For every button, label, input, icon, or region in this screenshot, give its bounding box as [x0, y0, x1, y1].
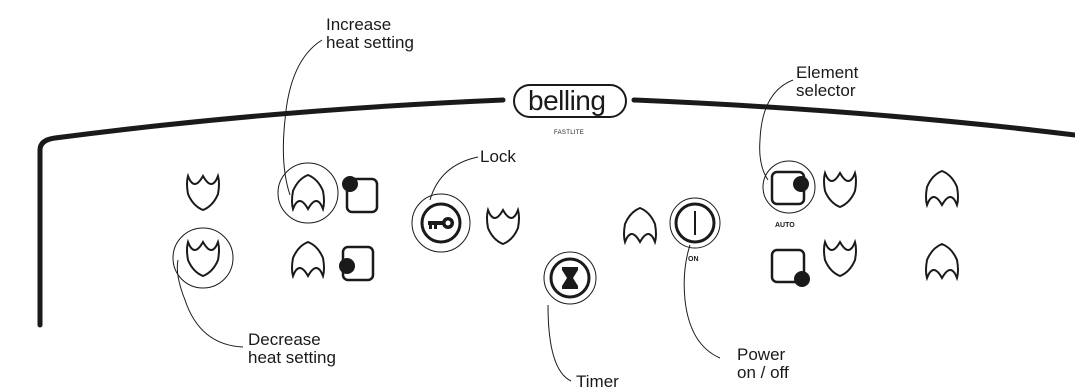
decrease-chevron-icon: [186, 175, 220, 211]
panel-outline-right: [631, 97, 1075, 138]
increase-chevron-icon: [925, 170, 959, 206]
panel-outline: [37, 97, 506, 328]
decrease-chevron-icon: [186, 241, 220, 277]
on-label: ON: [688, 256, 699, 263]
auto-label: AUTO: [775, 222, 795, 229]
decrease-chevron-icon: [823, 172, 857, 208]
increase-chevron-icon: [291, 174, 325, 210]
leader-increase: [282, 39, 323, 196]
highlight-element: [762, 160, 816, 214]
highlight-decrease: [172, 227, 234, 289]
callout-lock: Lock: [480, 148, 516, 166]
increase-chevron-icon: [925, 243, 959, 279]
callout-line: on / off: [737, 363, 789, 382]
element-selector-icon: [342, 176, 379, 214]
callout-timer: Timer: [576, 373, 619, 391]
callout-line: Timer: [576, 372, 619, 391]
element-selector-icon: [339, 245, 375, 282]
highlight-lock: [411, 193, 471, 253]
leader-power: [683, 244, 721, 359]
callout-power: Power on / off: [737, 346, 789, 382]
brand-logo: belling: [528, 85, 606, 116]
callout-increase-heat: Increase heat setting: [326, 16, 414, 52]
leader-lock: [429, 156, 479, 201]
decrease-chevron-icon: [823, 241, 857, 277]
leader-element: [759, 79, 794, 181]
logo-oval: [513, 84, 627, 118]
model-name: FASTLITE: [554, 130, 585, 136]
timer-decrease-chevron-icon: [486, 209, 520, 245]
callout-line: Decrease: [248, 330, 321, 349]
highlight-power: [669, 197, 721, 249]
increase-chevron-icon: [291, 241, 325, 277]
callout-line: Element: [796, 63, 859, 82]
callout-line: Lock: [480, 147, 516, 166]
callout-element-selector: Element selector: [796, 64, 858, 100]
lock-key-icon: [420, 202, 462, 244]
callout-line: heat setting: [248, 348, 336, 367]
callout-decrease-heat: Decrease heat setting: [248, 331, 336, 367]
callout-line: selector: [796, 81, 856, 100]
highlight-timer: [543, 251, 597, 305]
callout-line: heat setting: [326, 33, 414, 52]
element-selector-icon: [770, 170, 809, 206]
power-icon: [674, 202, 716, 244]
element-selector-icon: [770, 248, 810, 287]
callout-line: Increase: [326, 15, 392, 34]
timer-increase-chevron-icon: [623, 207, 657, 243]
leader-timer: [547, 304, 572, 382]
leader-decrease: [176, 259, 244, 348]
hourglass-icon: [549, 257, 591, 299]
highlight-increase: [277, 162, 339, 224]
callout-line: Power: [737, 345, 786, 364]
